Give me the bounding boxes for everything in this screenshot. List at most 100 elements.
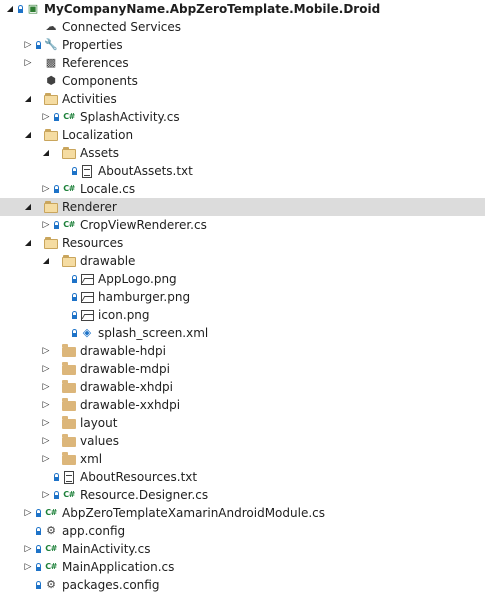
tree-item[interactable]: ▷layout (0, 414, 485, 432)
tree-item[interactable]: AppLogo.png (0, 270, 485, 288)
expand-arrow-icon[interactable]: ▷ (24, 544, 32, 554)
arrow-spacer (58, 162, 70, 180)
tree-item[interactable]: ◢▣MyCompanyName.AbpZeroTemplate.Mobile.D… (0, 0, 485, 18)
tree-item[interactable]: ◢Resources (0, 234, 485, 252)
tree-item[interactable]: ▷C#Locale.cs (0, 180, 485, 198)
tree-item[interactable]: ▷ values (0, 432, 485, 450)
expand-arrow-icon[interactable]: ▷ (42, 220, 50, 230)
tree-item-label: drawable-mdpi (80, 362, 170, 376)
csharp-file-icon: C# (63, 112, 75, 121)
folder-open-icon (60, 252, 78, 270)
expand-arrow-icon[interactable]: ▷ (42, 112, 50, 122)
tree-item-label: CropViewRenderer.cs (80, 218, 207, 232)
config-file-icon: ⚙ (46, 578, 56, 591)
tree-item-label: Renderer (62, 200, 117, 214)
collapse-arrow-icon[interactable]: ◢ (42, 256, 50, 265)
lock-icon (52, 468, 61, 486)
tree-item-label: Assets (80, 146, 120, 160)
tree-item-label: Connected Services (62, 20, 182, 34)
tree-item[interactable]: ▷ drawable-mdpi (0, 360, 485, 378)
tree-item-label: icon.png (98, 308, 150, 322)
csharp-file-icon: C# (63, 184, 75, 193)
tree-item[interactable]: ⬢Components (0, 72, 485, 90)
collapse-arrow-icon[interactable]: ◢ (24, 94, 32, 103)
components-icon: ⬢ (46, 74, 56, 87)
text-file-icon (78, 162, 96, 180)
expand-arrow-icon[interactable]: ▷ (42, 490, 50, 500)
folder-icon (60, 342, 78, 360)
tree-item[interactable]: AboutAssets.txt (0, 162, 485, 180)
expand-arrow-icon[interactable]: ▷ (24, 58, 32, 68)
lock-icon (70, 162, 79, 180)
collapse-arrow-icon[interactable]: ◢ (24, 202, 32, 211)
expand-arrow-icon[interactable]: ▷ (42, 436, 50, 446)
tree-item[interactable]: ▷C#MainApplication.cs (0, 558, 485, 576)
expand-arrow-icon[interactable]: ▷ (42, 364, 50, 374)
tree-item-label: AppLogo.png (98, 272, 177, 286)
tree-item[interactable]: ▷C#AbpZeroTemplateXamarinAndroidModule.c… (0, 504, 485, 522)
tree-item[interactable]: ▷C#Resource.Designer.cs (0, 486, 485, 504)
lock-icon (16, 0, 25, 18)
lock-icon (34, 504, 43, 522)
csharp-file-icon: C# (63, 220, 75, 229)
tree-item[interactable]: ▷drawable-xhdpi (0, 378, 485, 396)
tree-item-label: MyCompanyName.AbpZeroTemplate.Mobile.Dro… (44, 2, 381, 16)
folder-open-icon (42, 126, 60, 144)
arrow-spacer (22, 522, 34, 540)
expand-arrow-icon[interactable]: ▷ (42, 184, 50, 194)
lock-icon (52, 486, 61, 504)
tree-item[interactable]: ◢drawable (0, 252, 485, 270)
tree-item[interactable]: ☁Connected Services (0, 18, 485, 36)
collapse-arrow-icon[interactable]: ◢ (24, 130, 32, 139)
tree-item-label: References (62, 56, 129, 70)
expand-arrow-icon[interactable]: ▷ (24, 562, 32, 572)
arrow-spacer (58, 270, 70, 288)
tree-item[interactable]: AboutResources.txt (0, 468, 485, 486)
tree-item[interactable]: ◢ Renderer (0, 198, 485, 216)
tree-item[interactable]: icon.png (0, 306, 485, 324)
arrow-spacer (58, 306, 70, 324)
tree-item[interactable]: ▷ drawable-hdpi (0, 342, 485, 360)
tree-item[interactable]: ▷ xml (0, 450, 485, 468)
tree-item[interactable]: ◢Activities (0, 90, 485, 108)
references-icon: ▩ (45, 56, 57, 69)
image-file-icon (78, 288, 96, 306)
lock-icon (34, 576, 43, 594)
lock-icon (52, 108, 61, 126)
collapse-arrow-icon[interactable]: ◢ (42, 148, 50, 157)
folder-open-icon (42, 90, 60, 108)
expand-arrow-icon[interactable]: ▷ (24, 40, 32, 50)
tree-item-label: values (80, 434, 120, 448)
tree-item[interactable]: ▷ drawable-xxhdpi (0, 396, 485, 414)
tree-item[interactable]: ▷C#SplashActivity.cs (0, 108, 485, 126)
xml-file-icon: ◈ (82, 326, 92, 339)
expand-arrow-icon[interactable]: ▷ (42, 454, 50, 464)
tree-item[interactable]: ⚙packages.config (0, 576, 485, 594)
collapse-arrow-icon[interactable]: ◢ (24, 238, 32, 247)
expand-arrow-icon[interactable]: ▷ (42, 400, 50, 410)
tree-item[interactable]: ▷🔧Properties (0, 36, 485, 54)
tree-item[interactable]: ▷C#MainActivity.cs (0, 540, 485, 558)
tree-item-label: app.config (62, 524, 126, 538)
expand-arrow-icon[interactable]: ▷ (42, 418, 50, 428)
tree-item[interactable]: ◢ Assets (0, 144, 485, 162)
expand-arrow-icon[interactable]: ▷ (42, 382, 50, 392)
tree-item-label: xml (80, 452, 103, 466)
collapse-arrow-icon[interactable]: ◢ (6, 4, 14, 13)
lock-icon (34, 540, 43, 558)
tree-item[interactable]: ▷ ▩ References (0, 54, 485, 72)
folder-icon (60, 360, 78, 378)
expand-arrow-icon[interactable]: ▷ (24, 508, 32, 518)
tree-item[interactable]: ⚙app.config (0, 522, 485, 540)
tree-item[interactable]: hamburger.png (0, 288, 485, 306)
expand-arrow-icon[interactable]: ▷ (42, 346, 50, 356)
tree-item[interactable]: ▷ C# CropViewRenderer.cs (0, 216, 485, 234)
csharp-file-icon: C# (45, 508, 57, 517)
tree-item-label: drawable-hdpi (80, 344, 166, 358)
tree-item-label: drawable-xxhdpi (80, 398, 181, 412)
tree-item[interactable]: ◈splash_screen.xml (0, 324, 485, 342)
csharp-file-icon: C# (45, 544, 57, 553)
arrow-spacer (22, 18, 34, 36)
tree-item[interactable]: ◢Localization (0, 126, 485, 144)
